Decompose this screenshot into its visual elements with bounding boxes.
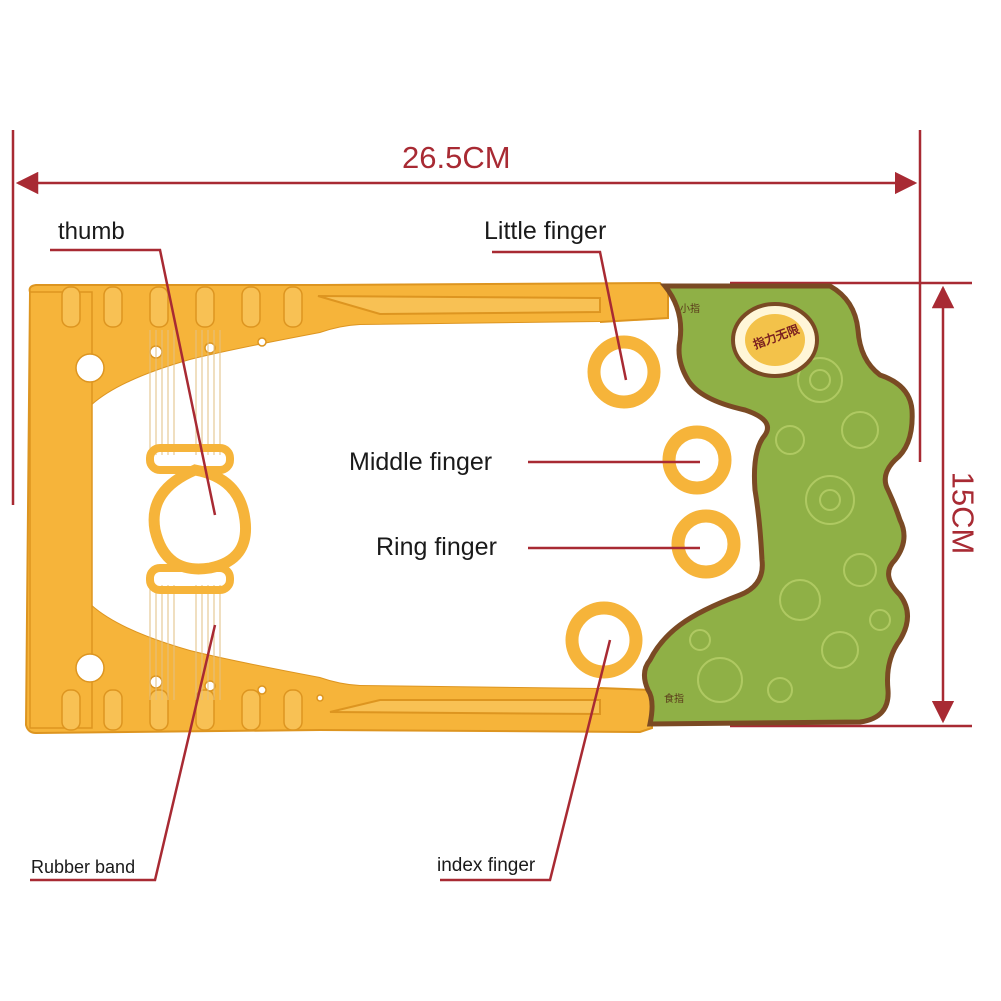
card-top-label: 小指 xyxy=(680,304,700,315)
little-finger-ring xyxy=(587,335,661,409)
rubber-band-leader xyxy=(30,624,217,882)
index-finger-ring xyxy=(565,601,643,679)
index-finger-leader xyxy=(440,639,612,882)
thumb-loop xyxy=(146,444,252,594)
ring-finger-label: Ring finger xyxy=(376,533,497,561)
rubber-bands xyxy=(149,330,221,700)
middle-finger-ring xyxy=(662,425,732,495)
index-finger-label: index finger xyxy=(437,855,536,876)
ring-finger-ring xyxy=(671,509,741,579)
width-dimension-label: 26.5CM xyxy=(402,140,511,175)
rubber-band-label: Rubber band xyxy=(31,857,136,877)
thumb-label: thumb xyxy=(58,218,125,245)
packaging-card xyxy=(642,283,915,727)
thumb-leader xyxy=(50,248,217,516)
little-finger-leader xyxy=(492,250,628,381)
finger-rings xyxy=(565,335,741,679)
little-finger-label: Little finger xyxy=(484,217,607,245)
card-bottom-label: 食指 xyxy=(664,694,684,705)
trainer-frame xyxy=(24,281,669,735)
height-dimension-label: 15CM xyxy=(945,471,981,555)
callout-lines xyxy=(30,248,700,882)
dimension-lines xyxy=(11,130,972,728)
middle-finger-label: Middle finger xyxy=(349,448,493,476)
